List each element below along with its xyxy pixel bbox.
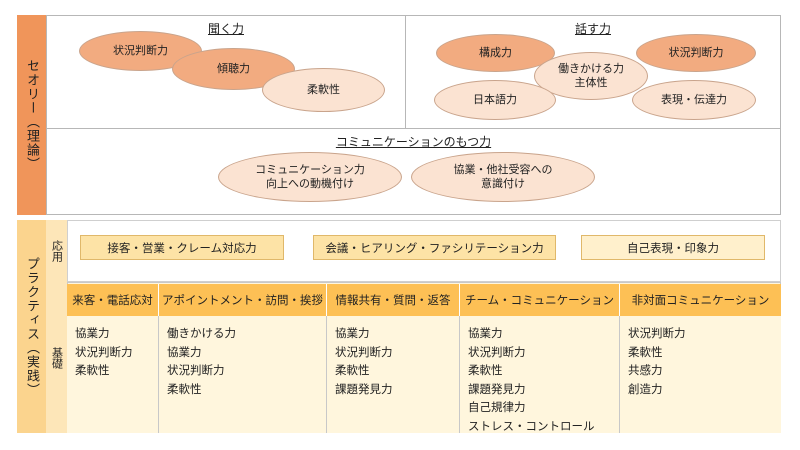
basic-skill: 課題発見力 [468, 381, 526, 396]
basic-skill: 柔軟性 [468, 363, 503, 377]
basic-skill: 状況判断力 [468, 344, 526, 359]
basic-skill: 協業力 [167, 344, 202, 359]
applied-item: 自己表現・印象力 [581, 235, 765, 260]
communication-item: 協業・他社受容への 意識付け [411, 152, 595, 202]
basic-column-cell: 協業力 状況判断力 柔軟性 課題発見力 [327, 316, 460, 433]
basic-label: 基礎 [46, 282, 67, 433]
basic-skill: 柔軟性 [75, 363, 110, 377]
applied-item: 会議・ヒアリング・ファシリテーション力 [313, 235, 556, 260]
applied-item: 接客・営業・クレーム対応力 [80, 235, 284, 260]
basic-skill: 状況判断力 [628, 326, 686, 340]
listening-item: 柔軟性 [262, 68, 385, 112]
basic-column-header: チーム・コミュニケーション [460, 284, 620, 316]
applied-label: 応用 [46, 220, 67, 282]
basic-skill: 創造力 [628, 381, 663, 396]
listening-title: 聞く力 [207, 22, 244, 36]
speaking-item: 表現・伝達力 [632, 80, 756, 120]
basic-skill: 自己規律力 [468, 400, 526, 414]
basic-skill: 協業力 [468, 326, 503, 340]
basic-skill: 協業力 [335, 326, 370, 340]
speaking-item: 構成力 [436, 34, 555, 72]
practice-label: プラクティス（実践） [17, 220, 46, 433]
communication-item: コミュニケーション力 向上への動機付け [218, 152, 402, 202]
basic-skill: 協業力 [75, 326, 110, 340]
basic-skill: 柔軟性 [628, 344, 663, 359]
basic-column-header: アポイントメント・訪問・挨拶 [159, 284, 327, 316]
communication-title: コミュニケーションのもつ力 [335, 135, 492, 149]
basic-skill: 働きかける力 [167, 326, 236, 340]
basic-skill: 状況判断力 [167, 363, 225, 377]
basic-skill: ストレス・コントロール [468, 418, 595, 433]
basic-skill: 状況判断力 [335, 344, 393, 359]
speaking-item: 日本語力 [434, 80, 556, 120]
basic-column-cell: 状況判断力 柔軟性 共感力 創造力 [620, 316, 781, 433]
basic-column-header: 来客・電話応対 [67, 284, 159, 316]
basic-column-cell: 協業力 状況判断力 柔軟性 課題発見力 自己規律力 ストレス・コントロール [460, 316, 620, 433]
basic-column-cell: 協業力 状況判断力 柔軟性 [67, 316, 159, 433]
basic-skill: 柔軟性 [335, 363, 370, 377]
speaking-item: 状況判断力 [636, 34, 756, 72]
theory-label: セオリー（理論） [17, 15, 46, 215]
basic-column-header: 情報共有・質問・返答 [327, 284, 460, 316]
basic-skill: 状況判断力 [75, 344, 133, 359]
basic-skill: 共感力 [628, 363, 663, 377]
speaking-item: 働きかける力 主体性 [534, 52, 648, 100]
basic-skill: 課題発見力 [335, 381, 393, 396]
speaking-title: 話す力 [574, 22, 611, 36]
basic-column-header: 非対面コミュニケーション [620, 284, 781, 316]
basic-skill: 柔軟性 [167, 381, 202, 396]
basic-column-cell: 働きかける力 協業力 状況判断力 柔軟性 [159, 316, 327, 433]
